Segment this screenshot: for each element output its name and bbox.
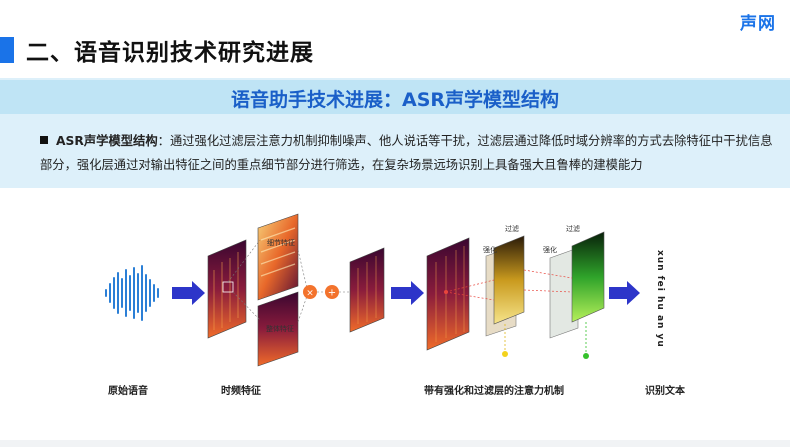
bottom-shade [0, 440, 790, 447]
filter-label-2: 过滤 [566, 225, 580, 233]
arrow-icon [391, 281, 424, 305]
caption-recognized-text: 识别文本 [645, 386, 685, 397]
bullet-item: ASR声学模型结构：通过强化过滤层注意力机制抑制噪声、他人说话等干扰，过滤层通过… [40, 129, 775, 177]
spectrogram-image [207, 239, 247, 339]
bullet-text: 通过强化过滤层注意力机制抑制噪声、他人说话等干扰，过滤层通过降低时域分辨率的方式… [40, 134, 773, 172]
detail-feature-label: 细节特征 [267, 239, 295, 247]
attention-input-image [426, 237, 470, 351]
bullet-colon: ： [157, 134, 170, 148]
strengthen-label-2: 强化 [543, 246, 557, 254]
filter-layer-1 [493, 235, 525, 325]
multiply-node-icon [303, 285, 317, 299]
waveform-icon [105, 265, 159, 321]
caption-raw-speech: 原始语音 [108, 386, 148, 397]
add-node-icon [325, 285, 339, 299]
detail-feature-image [257, 213, 299, 301]
yellow-focus-dot [502, 351, 508, 357]
page-title: 二、语音识别技术研究进展 [26, 40, 314, 66]
bullet-square-icon [40, 136, 48, 144]
svg-text:×: × [306, 289, 314, 299]
arrow-icon [172, 281, 205, 305]
recognized-output-text: xun fei hu an yu [655, 250, 665, 348]
overall-feature-image [257, 291, 299, 367]
svg-text:+: + [328, 288, 336, 299]
strengthen-layer-2 [549, 247, 579, 339]
arrow-icon [609, 281, 640, 305]
filter-layer-2 [571, 231, 605, 323]
filter-label-1: 过滤 [505, 225, 519, 233]
overall-feature-label: 整体特征 [266, 325, 294, 333]
bullet-label: ASR声学模型结构 [56, 134, 158, 148]
strengthen-label-1: 强化 [483, 246, 497, 254]
subtitle-band [0, 80, 790, 114]
title-accent-bar [0, 37, 14, 63]
caption-time-freq: 时频特征 [221, 386, 261, 397]
brand-logo: 声网 [740, 14, 776, 34]
green-focus-dot [583, 353, 589, 359]
section-subtitle: 语音助手技术进展：ASR声学模型结构 [230, 89, 560, 111]
caption-attention: 带有强化和过滤层的注意力机制 [424, 386, 564, 397]
